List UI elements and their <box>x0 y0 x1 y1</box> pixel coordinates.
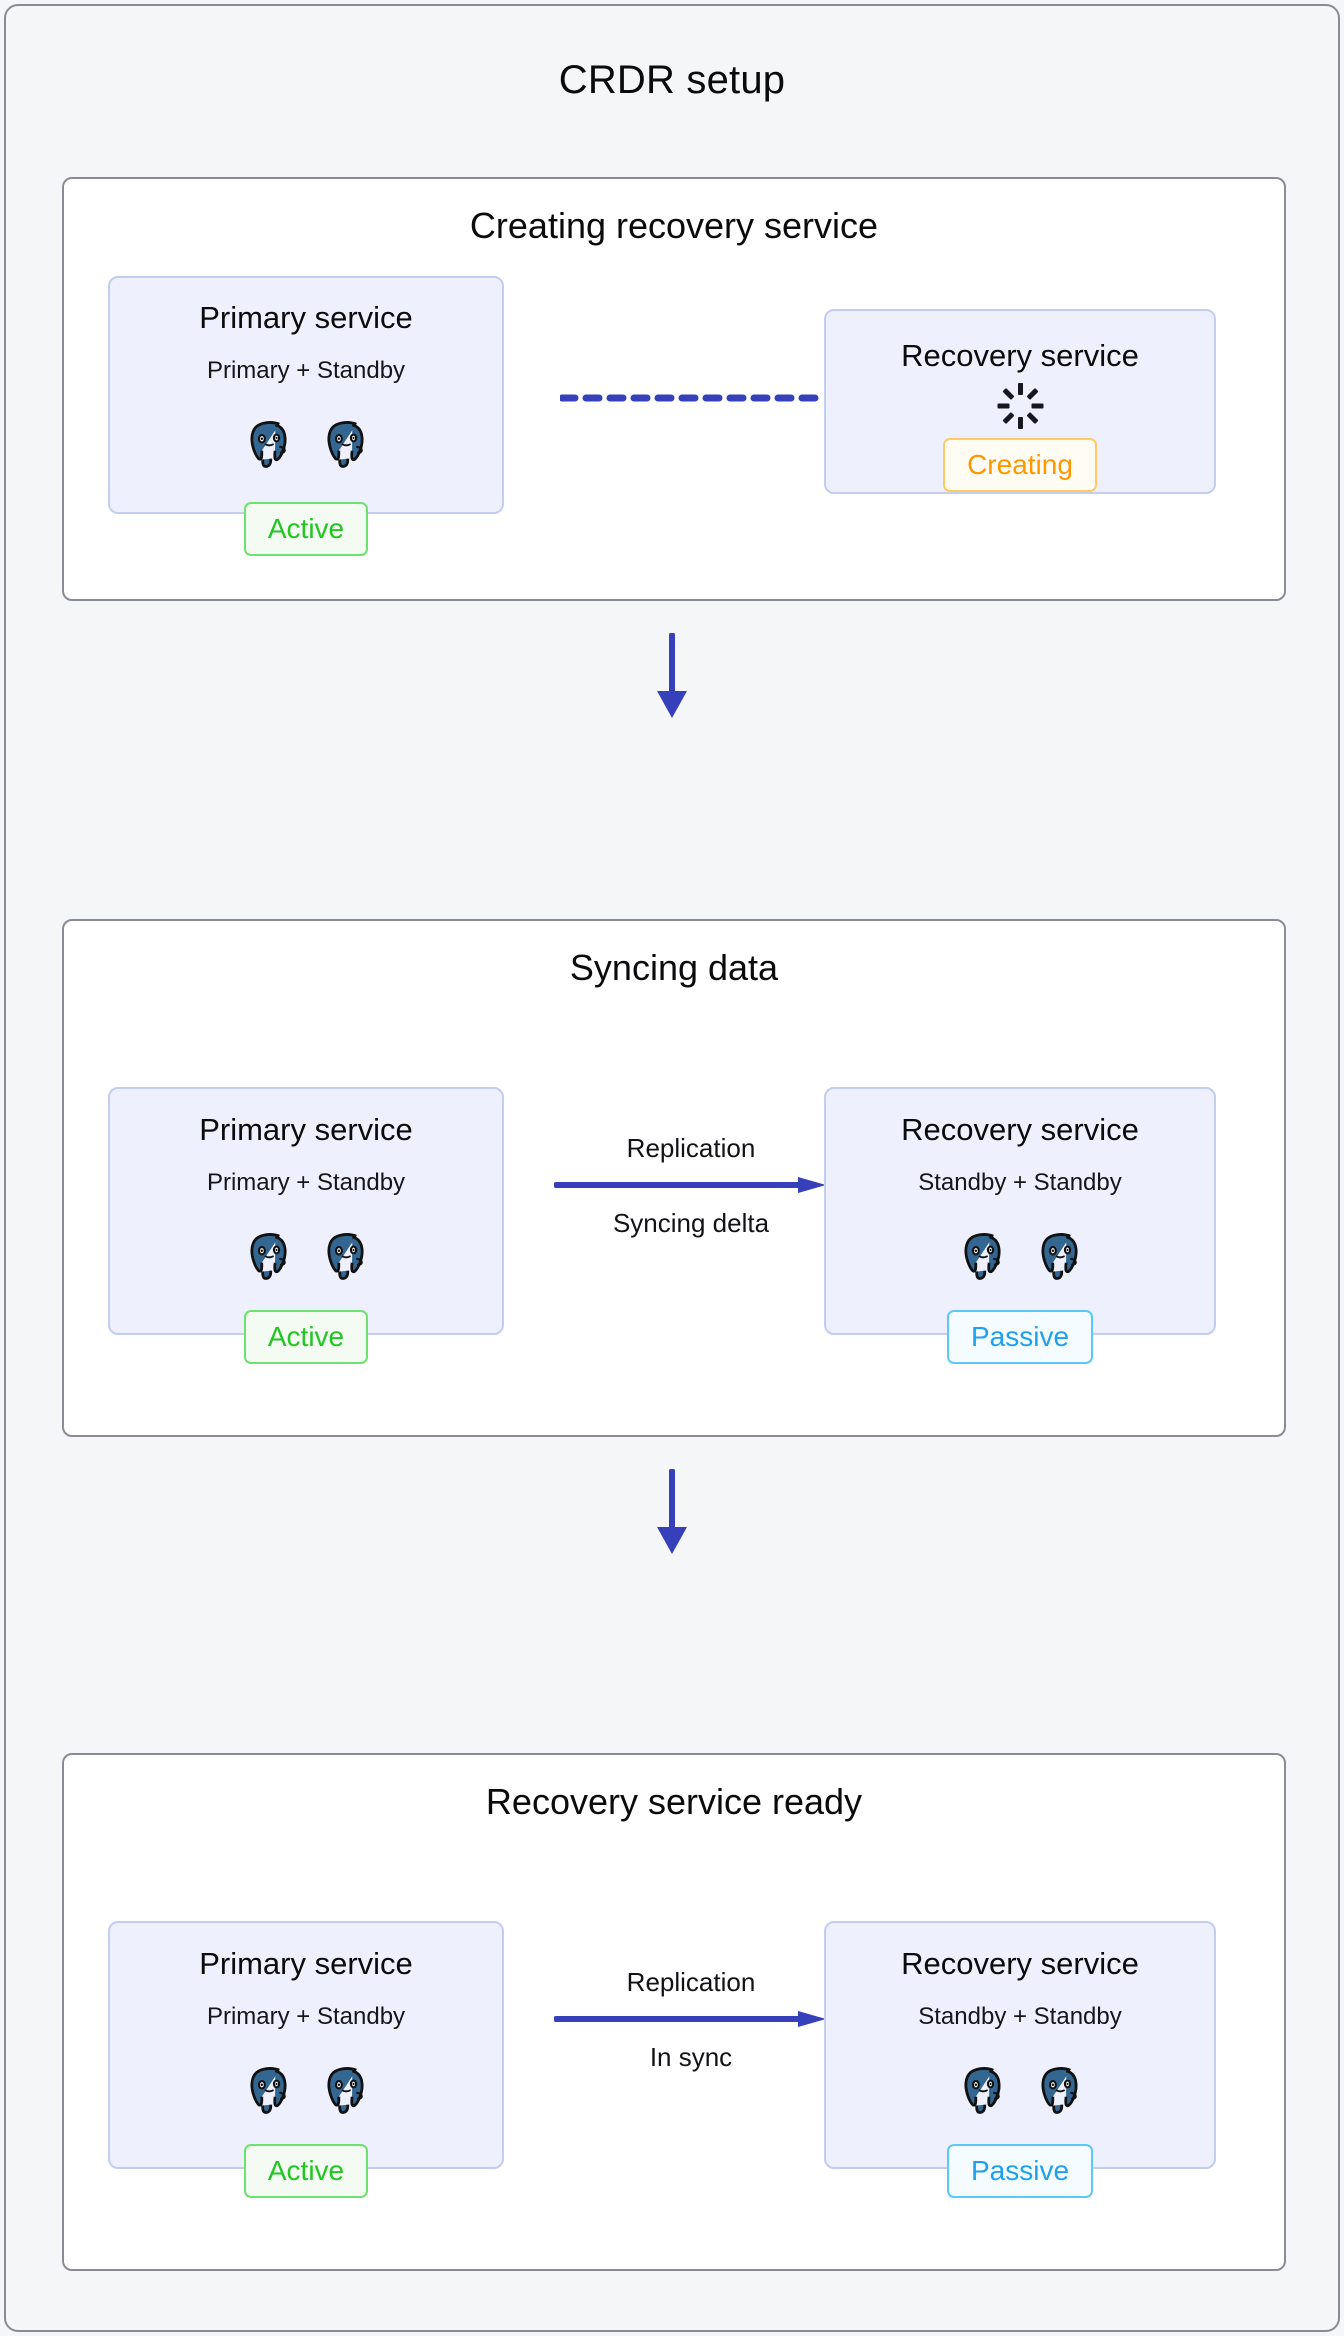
node-row <box>956 1228 1085 1280</box>
status-badge: Active <box>243 2144 369 2198</box>
postgres-icon <box>249 421 287 468</box>
connector-label-top: Replication <box>626 1967 756 1997</box>
flow-arrow-down <box>657 1469 687 1554</box>
status-badge: Creating <box>943 438 1097 492</box>
postgres-icon <box>963 1233 1001 1280</box>
connector-label-bottom: In sync <box>649 2042 733 2072</box>
postgres-icon <box>1040 2067 1078 2114</box>
node-row <box>242 2062 371 2114</box>
stage-panel-creating: Creating recovery service Primary servic… <box>62 177 1286 601</box>
card-subtitle: Primary + Standby <box>206 2003 406 2030</box>
connector-label-top: Replication <box>626 1133 756 1163</box>
node-row <box>242 416 371 468</box>
primary-service-card: Primary service Primary + Standby <box>108 1921 504 2198</box>
loading-spinner-icon <box>997 382 1043 429</box>
connector-label-bottom: Syncing delta <box>612 1208 770 1238</box>
card-title: Recovery service <box>901 1112 1139 1147</box>
recovery-service-card: Recovery service Standby + Standby <box>824 1921 1216 2198</box>
node-row <box>242 1228 371 1280</box>
postgres-icon <box>326 2067 364 2114</box>
card-subtitle: Primary + Standby <box>206 1169 406 1196</box>
card-title: Primary service <box>199 1112 413 1147</box>
card-subtitle: Standby + Standby <box>918 2003 1122 2030</box>
postgres-icon <box>963 2067 1001 2114</box>
node-row <box>956 2062 1085 2114</box>
primary-service-card: Primary service Primary + Standby <box>108 276 504 556</box>
postgres-icon <box>326 421 364 468</box>
diagram-title: CRDR setup <box>558 58 786 102</box>
postgres-icon <box>249 2067 287 2114</box>
stage-panel-syncing: Syncing data Primary service Primary + S… <box>62 919 1286 1437</box>
recovery-service-card: Recovery service Standby + Standby <box>824 1087 1216 1364</box>
status-badge: Active <box>243 502 369 556</box>
panel-title: Creating recovery service <box>469 205 879 246</box>
status-badge: Passive <box>946 1310 1094 1364</box>
recovery-service-card: Recovery service Creating <box>824 309 1216 494</box>
replication-arrow <box>554 1177 826 1193</box>
postgres-icon <box>1040 1233 1078 1280</box>
card-title: Primary service <box>199 1946 413 1981</box>
card-subtitle: Standby + Standby <box>918 1169 1122 1196</box>
panel-title: Syncing data <box>569 947 779 988</box>
primary-service-card: Primary service Primary + Standby <box>108 1087 504 1364</box>
flow-arrow-down <box>657 633 687 718</box>
stage-panel-ready: Recovery service ready Primary service P… <box>62 1753 1286 2271</box>
replication-arrow <box>554 2011 826 2027</box>
postgres-icon <box>249 1233 287 1280</box>
card-title: Recovery service <box>901 1946 1139 1981</box>
card-title: Recovery service <box>901 338 1139 373</box>
panel-title: Recovery service ready <box>485 1781 863 1822</box>
card-subtitle: Primary + Standby <box>206 357 406 384</box>
postgres-icon <box>326 1233 364 1280</box>
status-badge: Passive <box>946 2144 1094 2198</box>
card-title: Primary service <box>199 300 413 335</box>
status-badge: Active <box>243 1310 369 1364</box>
dashed-connector <box>560 394 820 402</box>
diagram-frame: CRDR setup Creating recovery service Pri… <box>4 4 1340 2332</box>
